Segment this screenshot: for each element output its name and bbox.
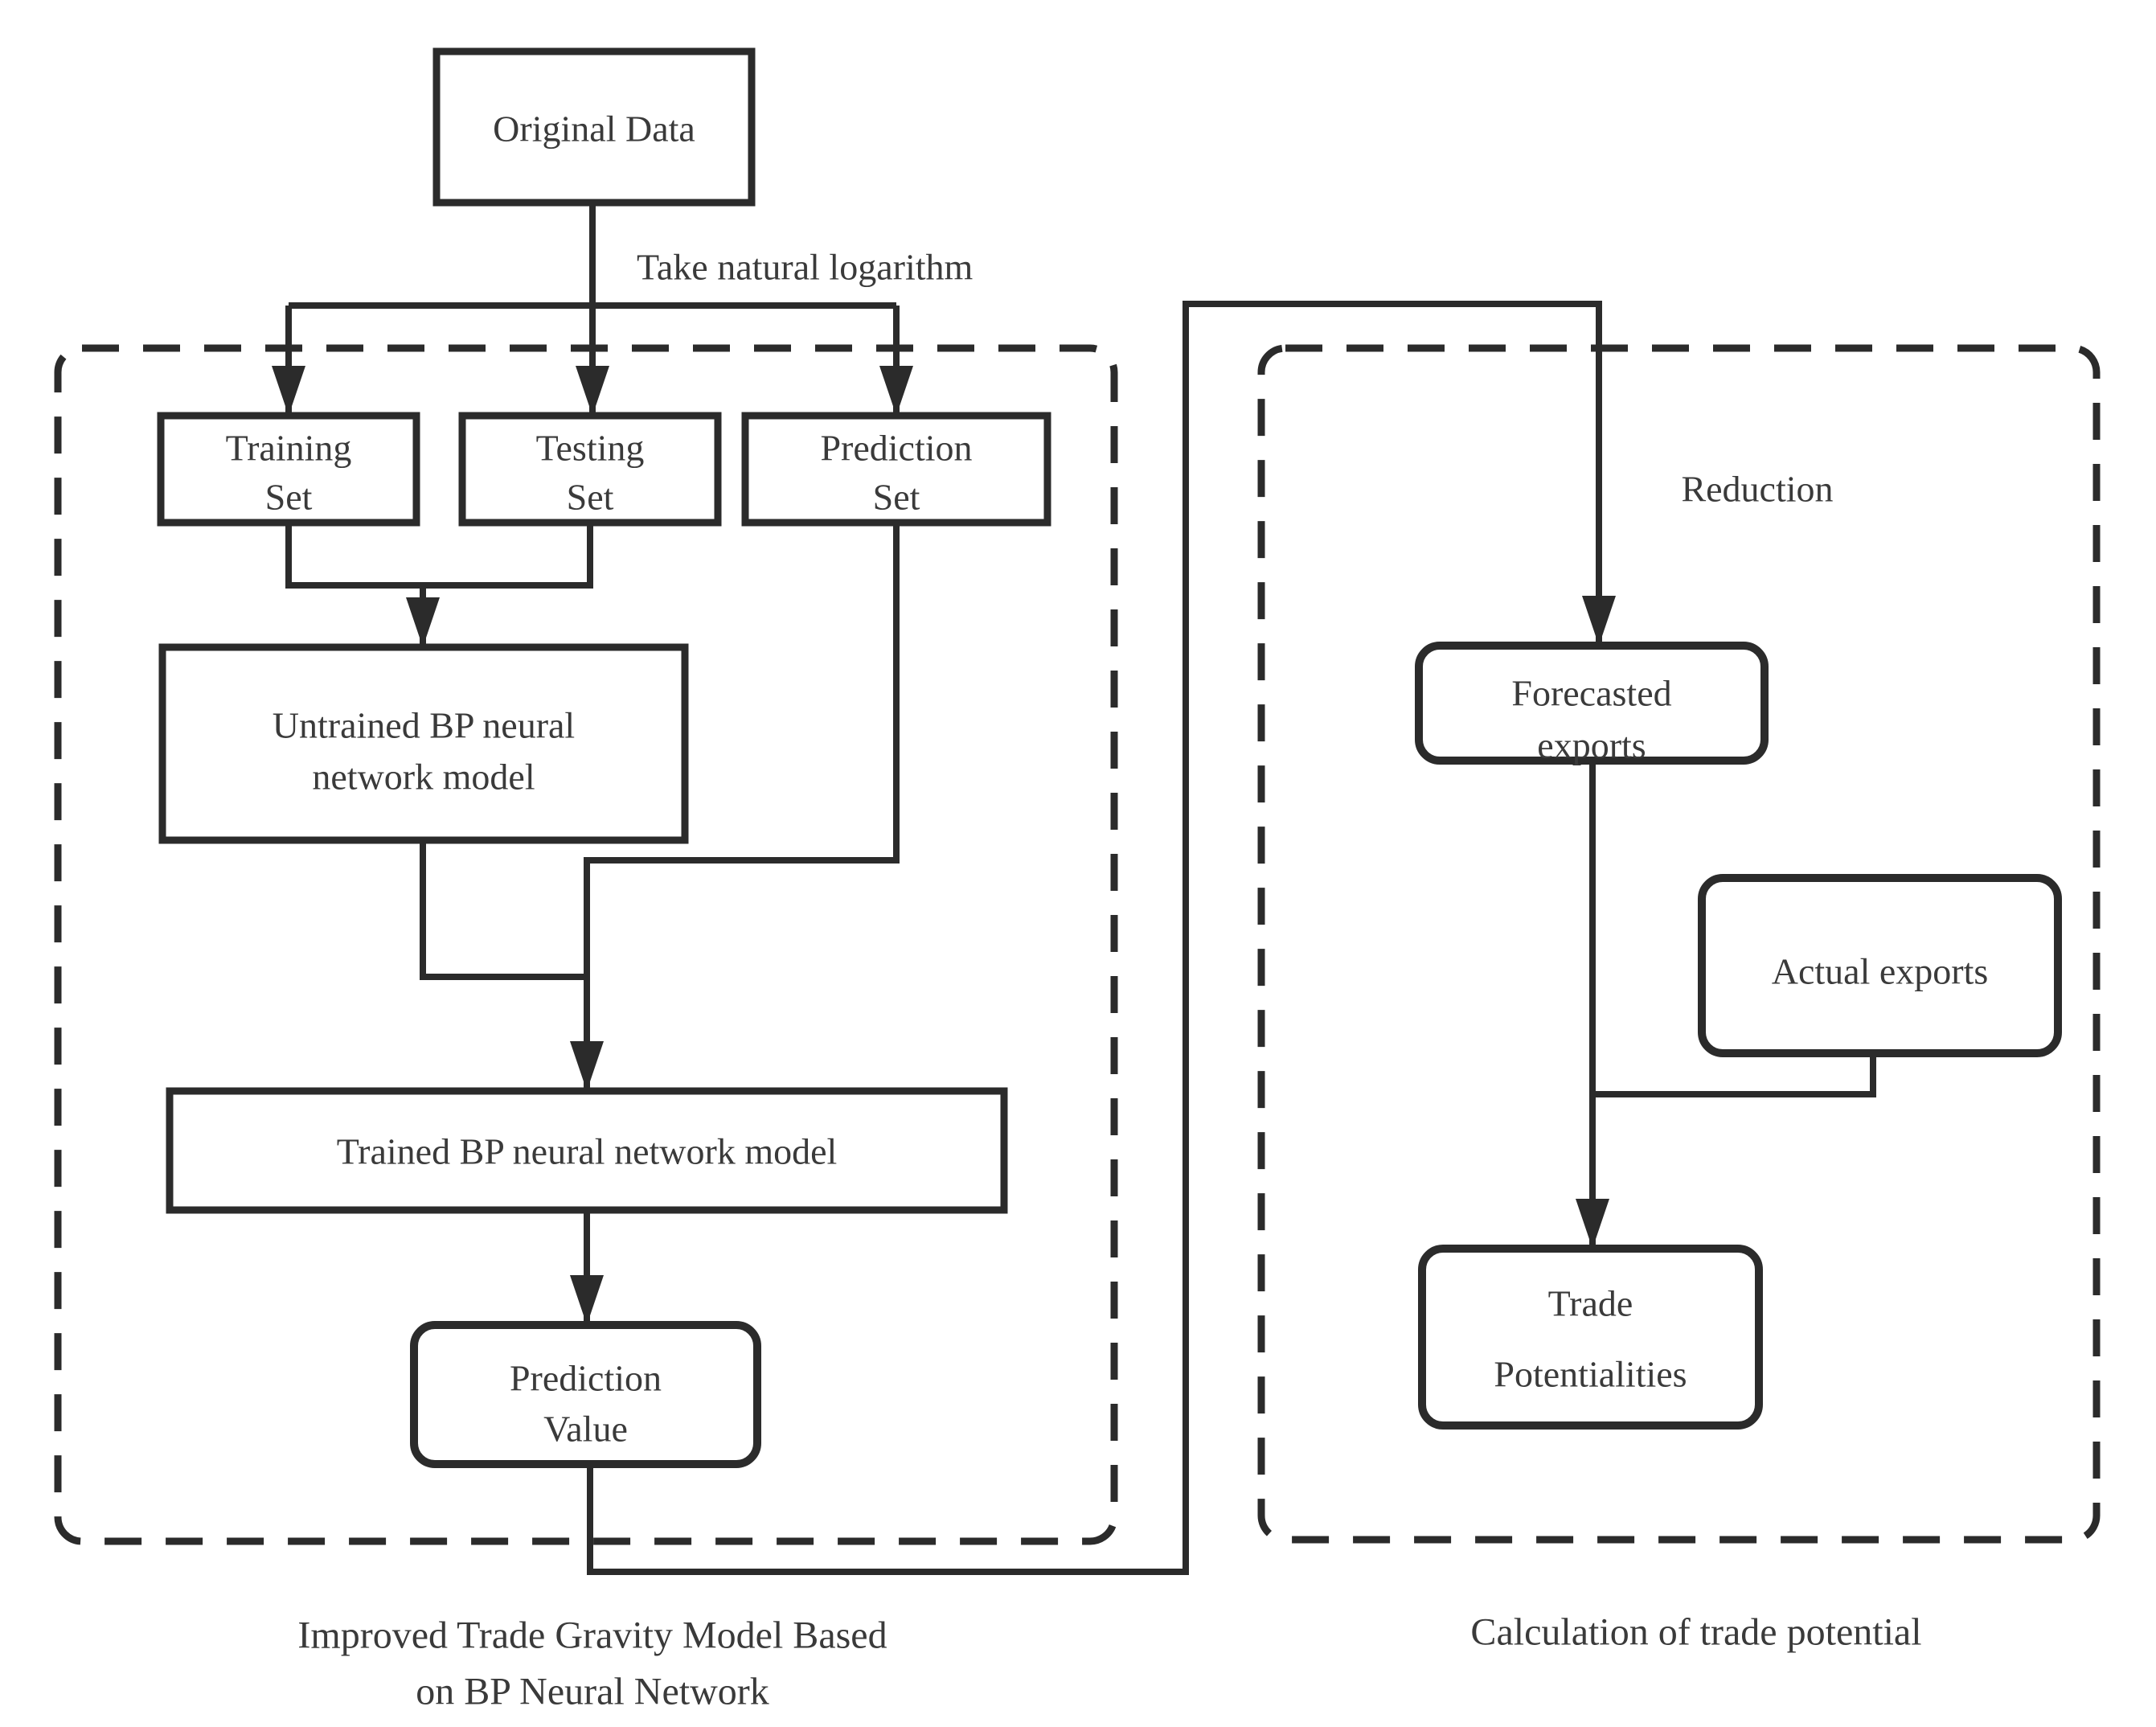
dashed-container-bp-model-group [54, 344, 1118, 1545]
node-original-data: Original Data [432, 47, 756, 207]
node-label-trade-potentialities-line-1: Potentialities [1494, 1354, 1687, 1395]
node-label-prediction-value-line-1: Value [543, 1409, 628, 1450]
edge-merge-to-untrained-arrowhead [406, 597, 440, 647]
edge-training-branch-arrowhead [272, 366, 305, 416]
edge-trained-to-predictionvalue-arrowhead [570, 1275, 604, 1325]
label-caption-left-line-1: Improved Trade Gravity Model Based [297, 1614, 887, 1657]
node-box-trade-potentialities [1418, 1245, 1763, 1430]
node-box-original-data [432, 47, 756, 207]
node-label-original-data-line-0: Original Data [493, 109, 695, 150]
node-label-prediction-value-line-0: Prediction [510, 1358, 662, 1399]
label-caption-right: Calculation of trade potential [1470, 1611, 1921, 1654]
label-caption-left-line-2: on BP Neural Network [416, 1671, 769, 1713]
node-box-forecasted-exports [1415, 642, 1769, 765]
node-label-prediction-set-line-1: Set [873, 477, 920, 518]
node-label-testing-set-line-0: Testing [536, 428, 645, 469]
node-box-prediction-set [741, 412, 1051, 527]
node-label-testing-set-line-1: Set [567, 477, 614, 518]
edge-train-test-merge [285, 523, 593, 589]
node-box-untrained-bp-model [158, 643, 689, 844]
node-actual-exports: Actual exports [1698, 874, 2062, 1057]
node-label-trade-potentialities-line-0: Trade [1548, 1283, 1633, 1324]
node-label-actual-exports-line-0: Actual exports [1772, 951, 1989, 992]
edge-prediction-branch-arrowhead [879, 366, 913, 416]
edge-predictionset-to-trained-arrowhead [570, 1041, 604, 1091]
edge-actual-to-tradepot [1592, 1053, 1876, 1097]
edge-predictionvalue-to-forecasted-arrowhead [1582, 596, 1616, 646]
node-label-prediction-set-line-0: Prediction [820, 428, 972, 469]
node-box-actual-exports [1698, 874, 2062, 1057]
node-box-training-set [157, 412, 420, 527]
node-box-testing-set [458, 412, 722, 527]
edge-forecasted-to-tradepot-arrowhead [1576, 1199, 1609, 1249]
edge-original-to-testing-arrowhead [576, 366, 609, 416]
node-trained-bp-model: Trained BP neural network model [166, 1087, 1008, 1214]
node-untrained-bp-model: Untrained BP neural network model [158, 643, 689, 844]
node-forecasted-exports: Forecasted exports [1415, 642, 1769, 766]
dashed-container-trade-potential-group [1257, 344, 2101, 1544]
node-label-training-set-line-1: Set [265, 477, 313, 518]
node-label-untrained-bp-model-line-0: Untrained BP neural [273, 705, 575, 746]
label-reduction: Reduction [1681, 469, 1833, 510]
node-label-trained-bp-model-line-0: Trained BP neural network model [337, 1131, 838, 1172]
label-take-natural-logarithm: Take natural logarithm [637, 247, 973, 288]
node-label-untrained-bp-model-line-1: network model [312, 757, 535, 798]
node-box-prediction-value [410, 1321, 761, 1468]
node-label-training-set-line-0: Training [226, 428, 352, 469]
node-label-forecasted-exports-line-0: Forecasted [1511, 673, 1671, 714]
node-box-trained-bp-model [166, 1087, 1008, 1214]
edge-untrained-to-junction [420, 840, 587, 980]
edge-predictionvalue-to-forecasted [587, 301, 1602, 1575]
node-label-forecasted-exports-line-1: exports [1537, 725, 1646, 766]
edge-predictionset-to-trained [584, 523, 900, 1091]
